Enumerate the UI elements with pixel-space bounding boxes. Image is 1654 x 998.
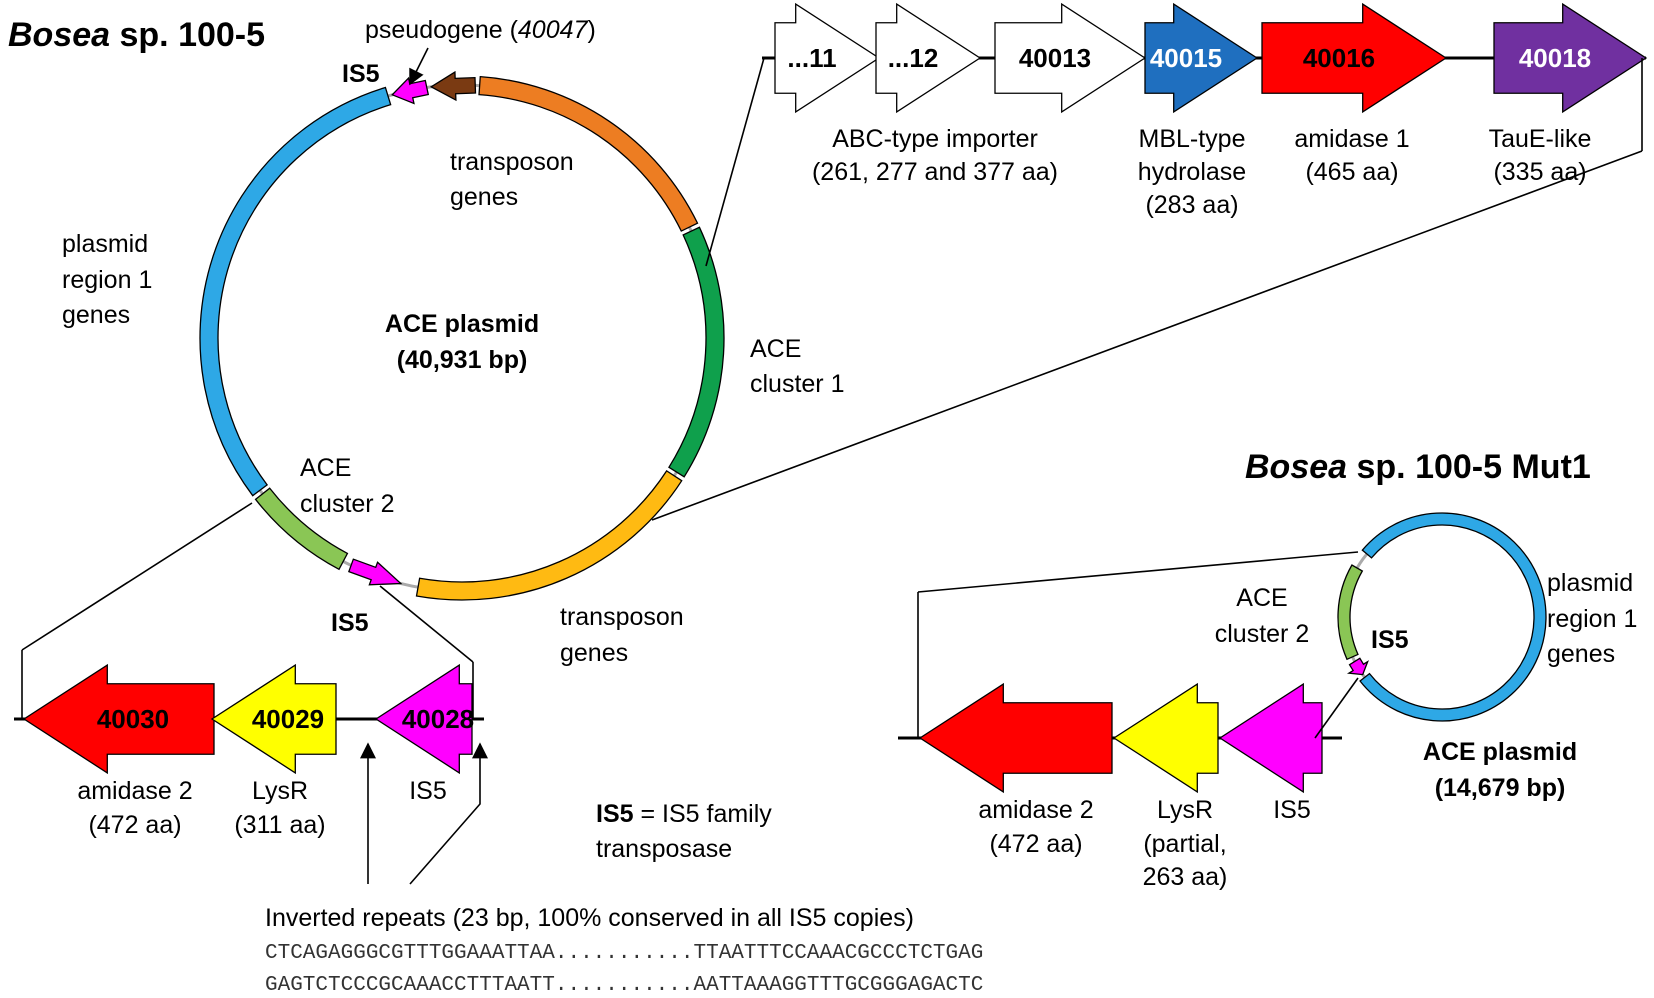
mut1-amidase-2-label-2: (472 aa) bbox=[989, 830, 1082, 858]
cluster-1-gene-map: ...11 ...12 40013 40015 40016 40018 bbox=[762, 2, 1648, 114]
mut1-ace-cluster-2-label-1: ACE bbox=[1236, 584, 1287, 612]
cluster-2-zoom-line-left-diag bbox=[21, 502, 253, 651]
cluster-1-gene-label-11: ...11 bbox=[787, 43, 836, 73]
inverted-repeat-seq-2: GAGTCTCCCGCAAACCTTTAATT...........AATTAA… bbox=[265, 974, 983, 997]
mut1-zoom-line-left-diag bbox=[917, 551, 1359, 593]
amidase-2-label-1: amidase 2 bbox=[77, 777, 192, 805]
cluster-2-gene-40030 bbox=[22, 663, 215, 775]
cluster-1-gene-11 bbox=[774, 2, 881, 114]
mut1-is5-gene-label: IS5 bbox=[1273, 796, 1311, 824]
mut1-plasmid-map bbox=[1337, 512, 1547, 722]
mut1-gene-map bbox=[898, 682, 1342, 794]
cluster-2-gene-label-40028: 40028 bbox=[402, 704, 474, 734]
cluster-2-gene-map: 40030 40029 40028 bbox=[14, 663, 484, 775]
ring-ace-cluster-2 bbox=[254, 487, 349, 571]
inverted-repeat-seq-1: CTCAGAGGGCGTTTGGAAATTAA...........TTAATT… bbox=[265, 942, 983, 965]
plasmid-region-label-1: plasmid bbox=[62, 230, 148, 258]
mut1-region-label-3: genes bbox=[1547, 640, 1615, 668]
main-plasmid-name: ACE plasmid bbox=[385, 310, 539, 338]
transposon-top-label-1: transposon bbox=[450, 148, 574, 176]
cluster-1-gene-40015 bbox=[1144, 2, 1259, 114]
cluster-1-gene-label-40018: 40018 bbox=[1519, 43, 1591, 73]
cluster-1-gene-label-40016: 40016 bbox=[1303, 43, 1375, 73]
transposon-bottom-label-2: genes bbox=[560, 639, 628, 667]
main-plasmid-map bbox=[199, 70, 725, 601]
abc-importer-label-1: ABC-type importer bbox=[832, 125, 1038, 153]
amidase-2-label-2: (472 aa) bbox=[88, 811, 181, 839]
ring-ace-cluster-1 bbox=[668, 226, 725, 478]
is5-top-label: IS5 bbox=[342, 60, 380, 88]
mut1-is5-label: IS5 bbox=[1371, 626, 1409, 654]
ring-transposon-bottom bbox=[415, 469, 683, 601]
cluster-1-gene-40013 bbox=[994, 2, 1147, 114]
mut1-lysr-label-2: (partial, bbox=[1143, 830, 1226, 858]
mut1-gene-is5 bbox=[1218, 682, 1323, 794]
mut1-plasmid-name: ACE plasmid bbox=[1423, 738, 1577, 766]
plasmid-region-label-2: region 1 bbox=[62, 266, 152, 294]
mut1-zoom-line-right bbox=[1314, 677, 1359, 739]
cluster-1-zoom-line-right bbox=[651, 150, 1643, 521]
ring-plasmid-region-1 bbox=[199, 86, 392, 497]
cluster-2-gene-label-40030: 40030 bbox=[97, 704, 169, 734]
ring-transposon-top bbox=[478, 75, 699, 232]
mbl-hydrolase-label-2: hydrolase bbox=[1138, 158, 1246, 186]
amidase-1-label-2: (465 aa) bbox=[1305, 158, 1398, 186]
cluster-1-gene-12 bbox=[875, 2, 982, 114]
mbl-hydrolase-label-3: (283 aa) bbox=[1145, 191, 1238, 219]
cluster-1-gene-label-40015: 40015 bbox=[1150, 43, 1222, 73]
main-plasmid-size: (40,931 bp) bbox=[397, 346, 528, 374]
plasmid-region-label-3: genes bbox=[62, 301, 130, 329]
cluster-1-gene-label-40013: 40013 bbox=[1019, 43, 1091, 73]
is5-legend-line-2: transposase bbox=[596, 835, 732, 863]
ace-cluster-2-label-1: ACE bbox=[300, 454, 351, 482]
mut1-gene-amidase-2 bbox=[918, 682, 1113, 794]
cluster-1-gene-label-12: ...12 bbox=[888, 43, 939, 73]
mut1-plasmid-size: (14,679 bp) bbox=[1435, 774, 1566, 802]
lysr-label-1: LysR bbox=[252, 777, 308, 805]
is5-gene-label: IS5 bbox=[409, 777, 447, 805]
cluster-1-gene-40016 bbox=[1261, 2, 1448, 114]
taue-like-label-1: TauE-like bbox=[1489, 125, 1592, 153]
amidase-1-label-1: amidase 1 bbox=[1294, 125, 1409, 153]
mut1-region-label-2: region 1 bbox=[1547, 605, 1637, 633]
mut1-species-title: Bosea sp. 100-5 Mut1 bbox=[1245, 448, 1591, 486]
cluster-1-gene-40018 bbox=[1493, 2, 1648, 114]
cluster-2-zoom-line-right-diag bbox=[379, 585, 474, 663]
pseudogene-label: pseudogene (40047) bbox=[365, 16, 596, 44]
is5-legend-line-1: IS5 = IS5 family bbox=[596, 800, 772, 828]
is5-bottom-label: IS5 bbox=[331, 609, 369, 637]
lysr-label-2: (311 aa) bbox=[234, 811, 325, 839]
mut1-gene-lysr-partial bbox=[1112, 682, 1219, 794]
cluster-2-gene-label-40029: 40029 bbox=[252, 704, 324, 734]
mut1-ace-cluster-2-label-2: cluster 2 bbox=[1215, 620, 1309, 648]
mut1-ring-is5 bbox=[1346, 657, 1369, 676]
mut1-lysr-label-1: LysR bbox=[1157, 796, 1213, 824]
cluster-2-gene-40029 bbox=[210, 663, 337, 775]
taue-like-label-2: (335 aa) bbox=[1493, 158, 1586, 186]
mbl-hydrolase-label-1: MBL-type bbox=[1139, 125, 1246, 153]
ring-pseudogene bbox=[429, 70, 477, 102]
cluster-2-gene-40028 bbox=[374, 663, 473, 775]
inverted-repeats-title: Inverted repeats (23 bp, 100% conserved … bbox=[265, 904, 914, 932]
ace-cluster-1-label-1: ACE bbox=[750, 335, 801, 363]
ace-cluster-2-label-2: cluster 2 bbox=[300, 490, 394, 518]
cluster-1-zoom-line-left bbox=[705, 57, 765, 267]
main-species-title: Bosea sp. 100-5 bbox=[8, 16, 265, 54]
ace-cluster-1-label-2: cluster 1 bbox=[750, 370, 844, 398]
ring-is5-bottom bbox=[348, 558, 403, 586]
mut1-amidase-2-label-1: amidase 2 bbox=[978, 796, 1093, 824]
pseudogene-pointer bbox=[409, 47, 429, 86]
mut1-ring-ace-cluster-2 bbox=[1337, 564, 1364, 661]
mut1-region-label-1: plasmid bbox=[1547, 569, 1633, 597]
mut1-ring-plasmid-region-1 bbox=[1359, 512, 1547, 722]
abc-importer-label-2: (261, 277 and 377 aa) bbox=[812, 158, 1058, 186]
transposon-bottom-label-1: transposon bbox=[560, 603, 684, 631]
inverted-repeat-arrow-right bbox=[409, 742, 488, 885]
mut1-lysr-label-3: 263 aa) bbox=[1143, 863, 1228, 891]
transposon-top-label-2: genes bbox=[450, 183, 518, 211]
